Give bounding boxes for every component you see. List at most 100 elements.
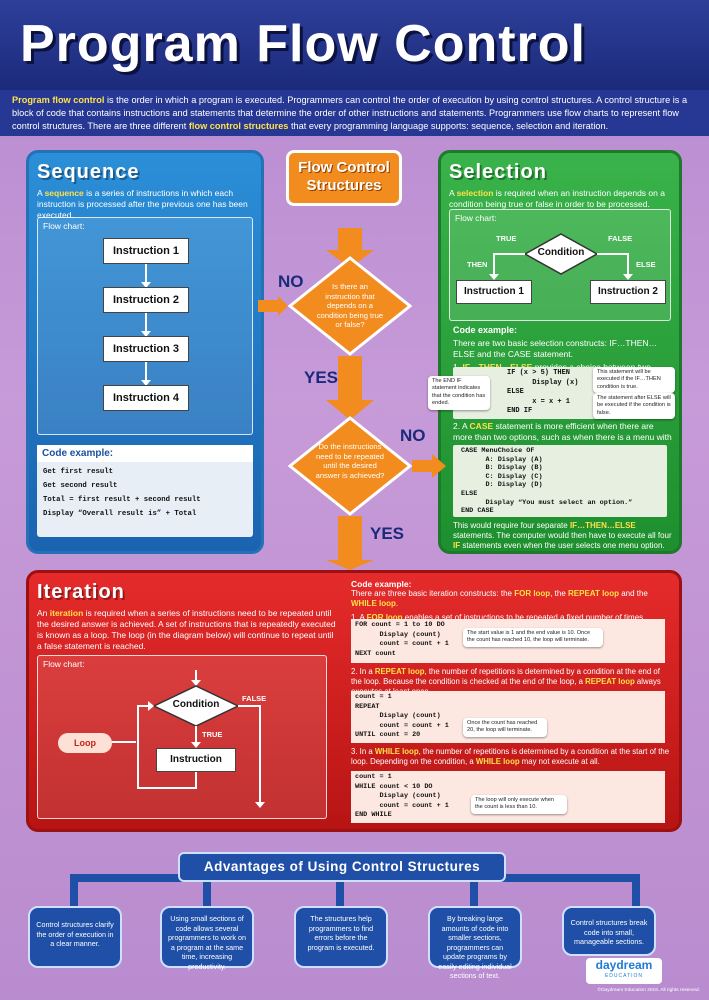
sequence-instruction-3: Instruction 3 <box>103 336 189 362</box>
iteration-bubble-repeat: Once the count has reached 20, the loop … <box>463 718 547 737</box>
iteration-panel: Iteration An iteration is required when … <box>26 570 682 832</box>
intro-lead: Program flow control <box>12 95 105 105</box>
logo-sub: EDUCATION <box>604 973 644 979</box>
intro-text-2: that every programming language supports… <box>288 121 609 131</box>
iteration-intro-c: and the <box>618 589 648 598</box>
central-flow-arrows <box>258 228 446 570</box>
sequence-code-line: Get first result <box>43 468 114 476</box>
iteration-repeat-code: count = 1 REPEAT Display (count) count =… <box>355 693 449 739</box>
selection-item-2-keyword: CASE <box>469 421 494 431</box>
sequence-desc-pre: A <box>37 188 45 198</box>
iteration-desc-keyword: iteration <box>49 608 84 618</box>
selection-bubble-then: This statement will be executed if the I… <box>593 367 675 394</box>
answer-yes-1: YES <box>304 368 339 387</box>
selection-code-2: CASE MenuChoice OF A: Display (A) B: Dis… <box>461 447 633 516</box>
iteration-item-2-a: 2. In a <box>351 667 375 676</box>
flow-control-title-1: Flow Control <box>298 159 390 176</box>
selection-code-2-box: CASE MenuChoice OF A: Display (A) B: Dis… <box>453 445 667 517</box>
advantage-card: Control structures break code into small… <box>562 906 656 956</box>
iteration-item-1-b: enables a set of instructions to be repe… <box>402 613 646 622</box>
selection-outro-a: This would require four separate <box>453 521 570 530</box>
flow-control-title-box: Flow Control Structures <box>286 150 402 206</box>
selection-flow-label: Flow chart: <box>455 213 497 223</box>
answer-yes-2: YES <box>370 524 405 543</box>
iteration-heading: Iteration <box>37 581 125 603</box>
page-title: Program Flow Control <box>20 15 586 73</box>
selection-false-label: FALSE <box>608 234 633 243</box>
sequence-desc-post: is a series of instructions in which eac… <box>37 188 248 220</box>
sequence-code-line: Get second result <box>43 482 118 490</box>
selection-flowchart: Flow chart: Condition TRUE FALSE THEN EL… <box>449 209 671 321</box>
iteration-condition: Condition <box>172 699 220 710</box>
selection-then-label: THEN <box>467 260 488 269</box>
sequence-code-line: Total = first result + second result <box>43 496 201 504</box>
intro-highlight: flow control structures <box>188 121 289 131</box>
selection-outro-c: statements even when the user selects on… <box>460 541 665 550</box>
sequence-flowchart: Flow chart: Instruction 1 Instruction 2 … <box>37 217 253 435</box>
sequence-instruction-2: Instruction 2 <box>103 287 189 313</box>
iteration-desc-pre: An <box>37 608 50 618</box>
selection-code-intro: There are two basic selection constructs… <box>453 338 658 359</box>
selection-code-heading: Code example: <box>453 325 518 335</box>
loop-label: Loop <box>58 733 112 753</box>
sequence-description: A sequence is a series of instructions i… <box>37 188 253 221</box>
selection-panel: Selection A selection is required when a… <box>438 150 682 554</box>
selection-code-1: IF (x > 5) THEN Display (x) ELSE x = x +… <box>507 369 579 415</box>
selection-condition: Condition <box>537 247 585 258</box>
intro-text-1: is the order in which a program is execu… <box>12 95 688 131</box>
iteration-intro-a: There are three basic iteration construc… <box>351 589 515 598</box>
iteration-intro-for: FOR loop <box>514 589 551 598</box>
iteration-true-label: TRUE <box>202 730 223 739</box>
iteration-desc-post: is required when a series of instruction… <box>37 608 336 651</box>
iteration-item-2-keyword: REPEAT loop <box>374 667 425 676</box>
iteration-item-3-a: 3. In a <box>351 747 375 756</box>
selection-true-label: TRUE <box>496 234 517 243</box>
sequence-arrows <box>141 262 151 386</box>
advantage-card: By breaking large amounts of code into s… <box>428 906 522 980</box>
iteration-bubble-for: The start value is 1 and the end value i… <box>463 628 603 647</box>
sequence-heading: Sequence <box>37 161 140 183</box>
iteration-item-3-c: may not execute at all. <box>519 757 600 766</box>
answer-no-2: NO <box>400 426 426 445</box>
iteration-intro-d: . <box>395 599 399 608</box>
iteration-instruction: Instruction <box>156 748 236 772</box>
advantage-card: The structures help programmers to find … <box>294 906 388 968</box>
sequence-desc-keyword: sequence <box>44 188 84 198</box>
daydream-logo: daydream EDUCATION <box>586 958 662 984</box>
selection-instruction-2: Instruction 2 <box>590 280 666 304</box>
advantages-heading: Advantages of Using Control Structures <box>178 852 506 882</box>
iteration-item-3-b: , the number of repetitions is determine… <box>351 747 670 766</box>
sequence-code-line: Display “Overall result is” + Total <box>43 510 197 518</box>
selection-desc-keyword: selection <box>456 188 494 198</box>
iteration-item-3-keyword: WHILE loop <box>374 747 419 756</box>
answer-no-1: NO <box>278 272 304 291</box>
selection-outro-keyword-2: IF <box>453 541 461 550</box>
iteration-diagram <box>112 670 265 808</box>
iteration-for-code-box: FOR count = 1 to 10 DO Display (count) c… <box>351 619 665 663</box>
selection-instruction-1: Instruction 1 <box>456 280 532 304</box>
sequence-flow-label: Flow chart: <box>43 221 85 231</box>
iteration-item-1-a: 1. A <box>351 613 367 622</box>
selection-bubble-else: The statement after ELSE will be execute… <box>593 393 675 420</box>
intro-text: Program flow control is the order in whi… <box>0 90 709 136</box>
question-2: Do the instructions need to be repeated … <box>315 442 385 480</box>
copyright: ©Daydream Education 2016. All rights res… <box>597 988 700 993</box>
iteration-item-2-keyword-2: REPEAT loop <box>585 677 635 686</box>
iteration-intro-repeat: REPEAT loop <box>568 589 619 598</box>
selection-desc-post: is required when an instruction depends … <box>449 188 665 209</box>
selection-description: A selection is required when an instruct… <box>449 188 671 210</box>
iteration-description: An iteration is required when a series o… <box>37 608 337 652</box>
iteration-intro-b: , the <box>550 589 568 598</box>
advantage-card: Control structures clarify the order of … <box>28 906 122 968</box>
question-1: Is there an instruction that depends on … <box>316 282 384 330</box>
sequence-instruction-1: Instruction 1 <box>103 238 189 264</box>
sequence-code-label: Code example: <box>37 445 253 462</box>
iteration-code-heading: Code example: <box>351 579 412 589</box>
selection-heading: Selection <box>449 161 547 183</box>
sequence-panel: Sequence A sequence is a series of instr… <box>26 150 264 554</box>
selection-diagram <box>489 233 633 280</box>
iteration-item-3: 3. In a WHILE loop, the number of repeti… <box>351 747 671 767</box>
advantage-card: Using small sections of code allows seve… <box>160 906 254 971</box>
